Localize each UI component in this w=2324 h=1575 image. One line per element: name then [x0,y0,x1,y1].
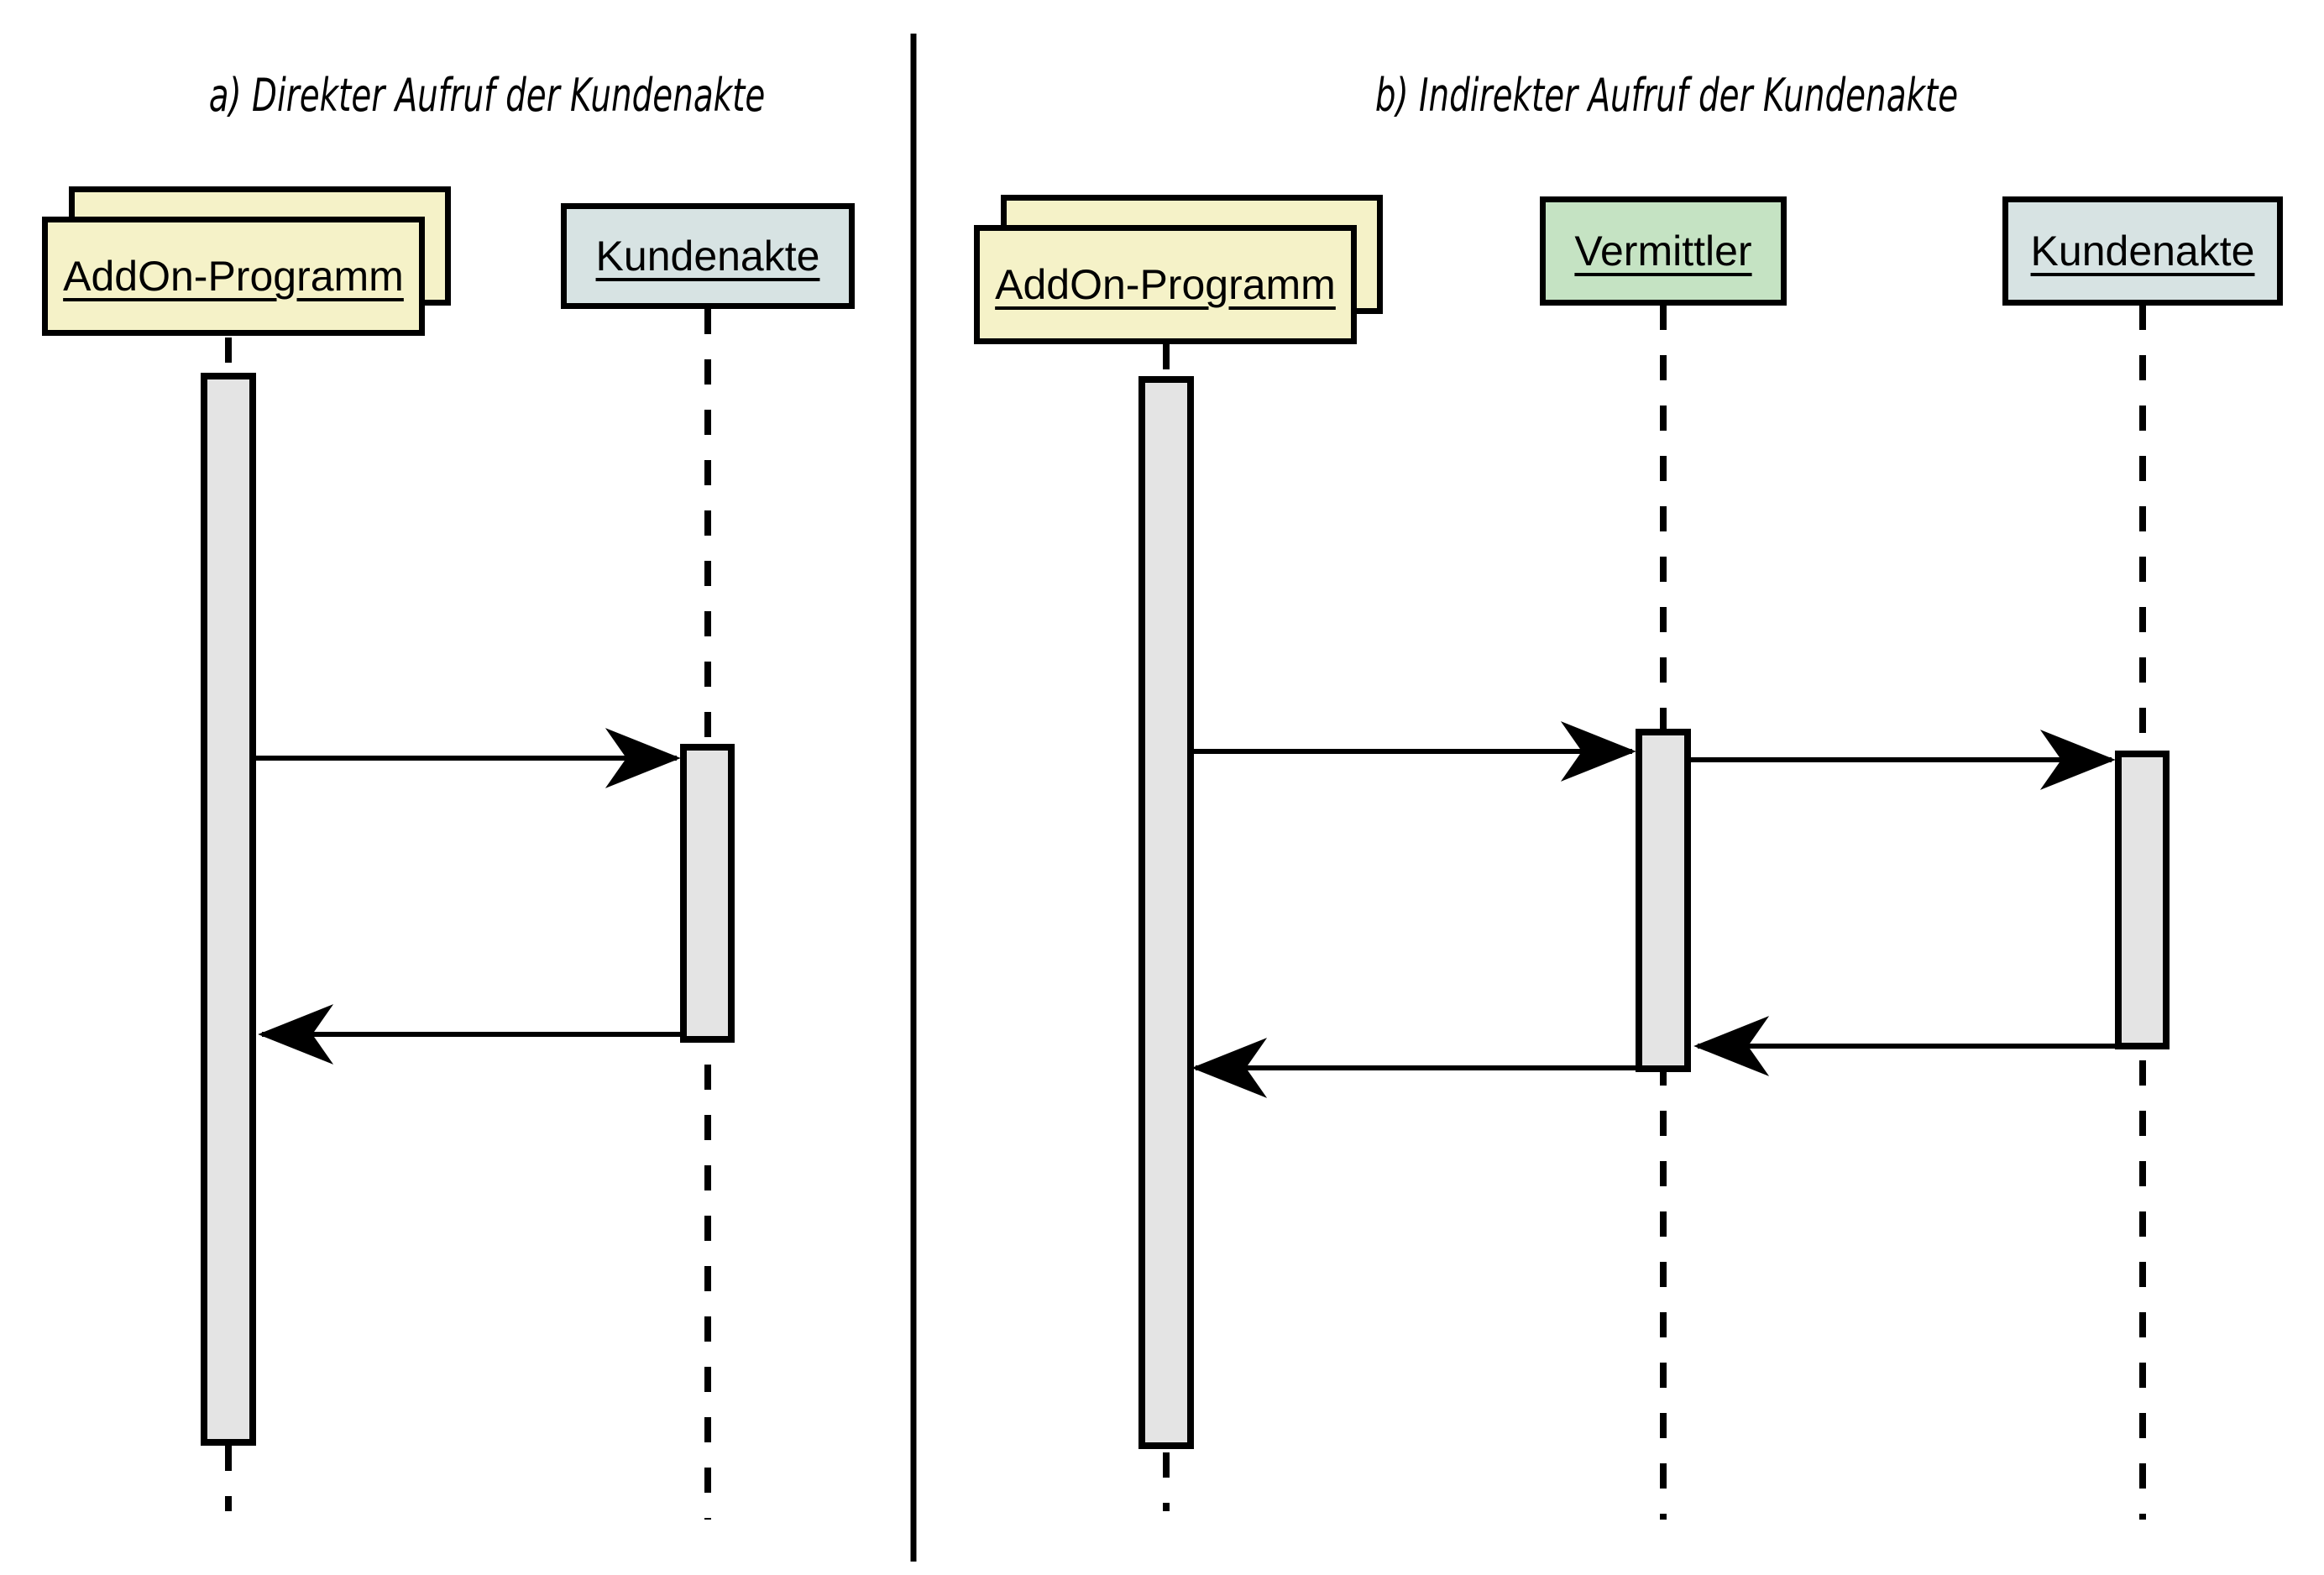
activation-bar-kundenakte-a [680,744,735,1043]
panel-a-title: a) Direkter Aufruf der Kundenakte [208,69,766,122]
panel-b-title: b) Indirekter Aufruf der Kundenakte [1374,69,1959,122]
participant-kundenakte-b[interactable]: Kundenakte [2002,196,2283,306]
participant-label-kundenakte-b: Kundenakte [2030,228,2255,275]
activation-bar-addon-b [1138,376,1194,1449]
participant-vermittler-b[interactable]: Vermittler [1540,196,1787,306]
participant-label-addon-a: AddOn-Programm [63,253,404,300]
activation-bar-addon-a [201,373,256,1446]
activation-bar-kundenakte-b [2115,751,2170,1049]
participant-addon-programm-b[interactable]: AddOn-Programm [974,225,1357,344]
activation-bar-vermittler-b [1636,729,1691,1072]
participant-label-addon-b: AddOn-Programm [995,261,1336,308]
participant-addon-programm-a[interactable]: AddOn-Programm [42,217,425,336]
participant-kundenakte-a[interactable]: Kundenakte [561,203,855,309]
participant-label-vermittler-b: Vermittler [1574,228,1752,275]
participant-label-kundenakte-a: Kundenakte [595,233,820,280]
